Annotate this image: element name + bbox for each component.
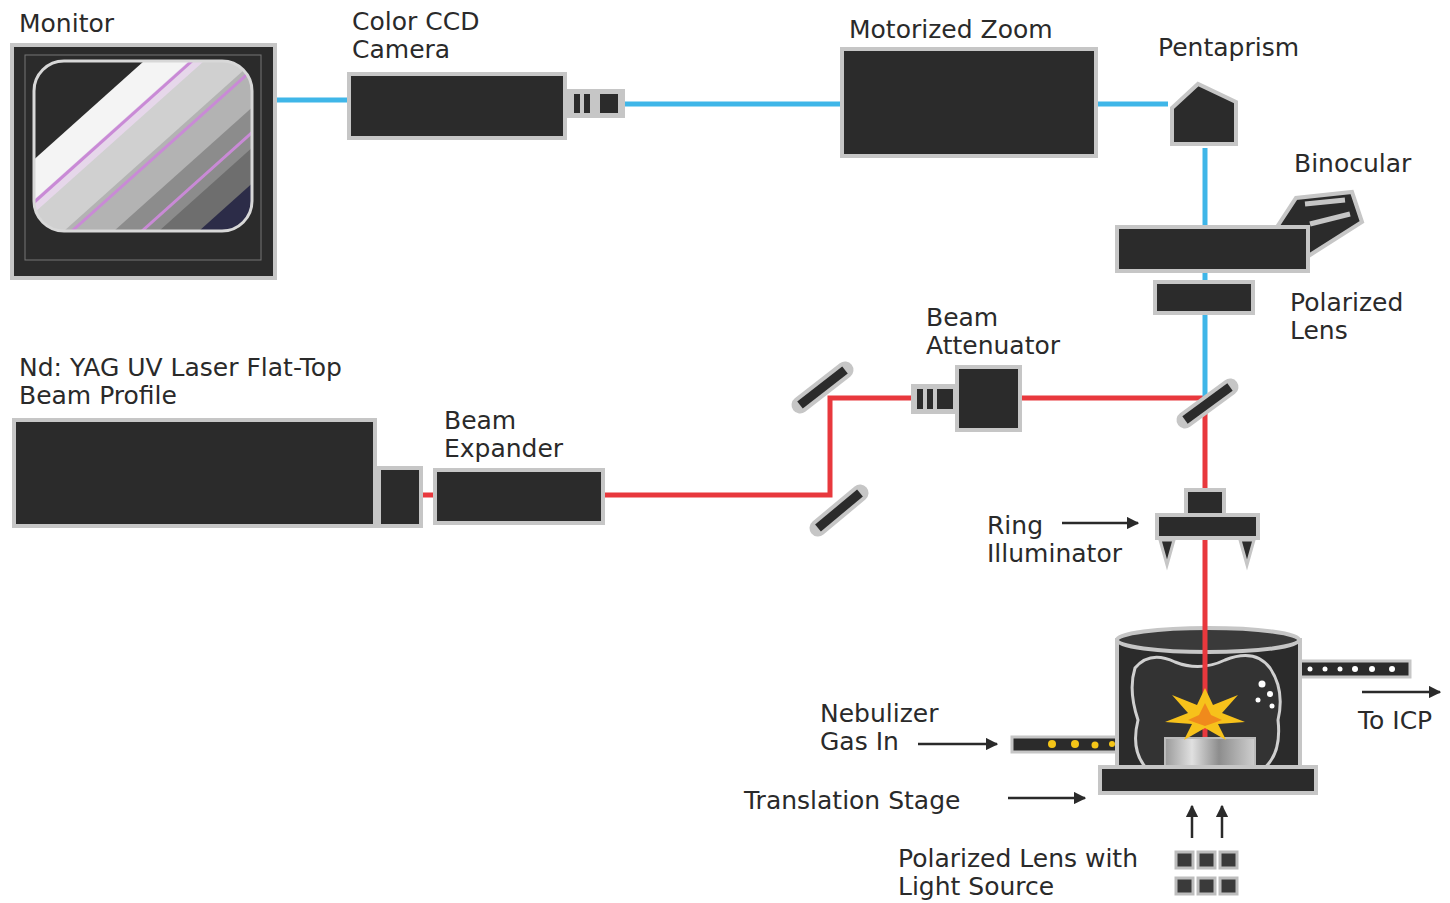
ablation-core xyxy=(1188,703,1222,726)
component-box: Monitor xyxy=(10,43,277,280)
component-label: Polarized Lens with Light Source xyxy=(898,845,1148,900)
beam-path xyxy=(1022,398,1205,513)
annotation-label: Nebulizer Gas In xyxy=(820,700,955,755)
component-label: Motorized Zoom xyxy=(849,16,1053,44)
component-box: Motorized Zoom xyxy=(840,47,1098,158)
ablation-plume xyxy=(1165,688,1245,740)
beam-path xyxy=(1203,273,1208,280)
annotation-label: To ICP xyxy=(1358,707,1432,735)
component-label: Monitor xyxy=(19,10,114,38)
mirror xyxy=(818,493,860,528)
component-box: Translation Stage xyxy=(1098,765,1318,795)
component-label: Translation Stage xyxy=(744,787,960,815)
light-path xyxy=(1203,315,1208,398)
particle-dots xyxy=(1308,666,1396,672)
eyepiece-lenses xyxy=(1305,200,1350,224)
component-box: Color CCD Camera xyxy=(347,72,567,140)
component-label: Ring Illuminator xyxy=(987,512,1152,567)
chamber-body xyxy=(1117,640,1300,785)
beam-path xyxy=(1098,102,1168,107)
camera-lens xyxy=(567,89,625,118)
pentaprism-shape xyxy=(1168,80,1240,148)
bubbles xyxy=(1256,681,1275,709)
component-box: Ring Illuminator xyxy=(1155,513,1260,540)
component-box: Polarized Lens with Light Source xyxy=(1172,848,1240,898)
beam-path xyxy=(277,98,347,103)
monitor-screen xyxy=(14,47,273,276)
sample xyxy=(1165,738,1255,768)
laser-head xyxy=(379,468,421,526)
component-box: Nd: YAG UV Laser Flat-Top Beam Profile xyxy=(12,418,377,528)
beam-path xyxy=(1203,540,1208,765)
pointer-arrow xyxy=(918,523,1440,838)
chamber-top xyxy=(1117,628,1299,652)
mirror xyxy=(800,370,845,405)
icp-tube xyxy=(1296,661,1410,677)
component-label: Nd: YAG UV Laser Flat-Top Beam Profile xyxy=(19,354,379,409)
component-label: Polarized Lens xyxy=(1290,289,1445,344)
illuminator-knob xyxy=(1186,490,1224,515)
component-box: Beam Expander xyxy=(433,468,605,525)
component-label: Beam Expander xyxy=(444,407,614,462)
component-label: Binocular xyxy=(1294,150,1411,178)
mirror xyxy=(1185,387,1230,420)
component-label: Pentaprism xyxy=(1158,34,1299,62)
component-label: Beam Attenuator xyxy=(926,304,1101,359)
component-box: Beam Attenuator xyxy=(955,365,1022,432)
beam-path xyxy=(605,398,955,495)
component-box: Polarized Lens xyxy=(1153,280,1255,315)
attenuator-iris xyxy=(911,384,957,414)
beam-path xyxy=(1203,148,1208,225)
light-source xyxy=(1172,848,1240,898)
component-label: Color CCD Camera xyxy=(352,8,522,63)
component-box: Pentaprism xyxy=(1168,80,1240,148)
nebulizer-tube xyxy=(1012,737,1132,752)
component-box: Binocular xyxy=(1115,225,1310,273)
illuminator-lamps xyxy=(1160,540,1254,565)
